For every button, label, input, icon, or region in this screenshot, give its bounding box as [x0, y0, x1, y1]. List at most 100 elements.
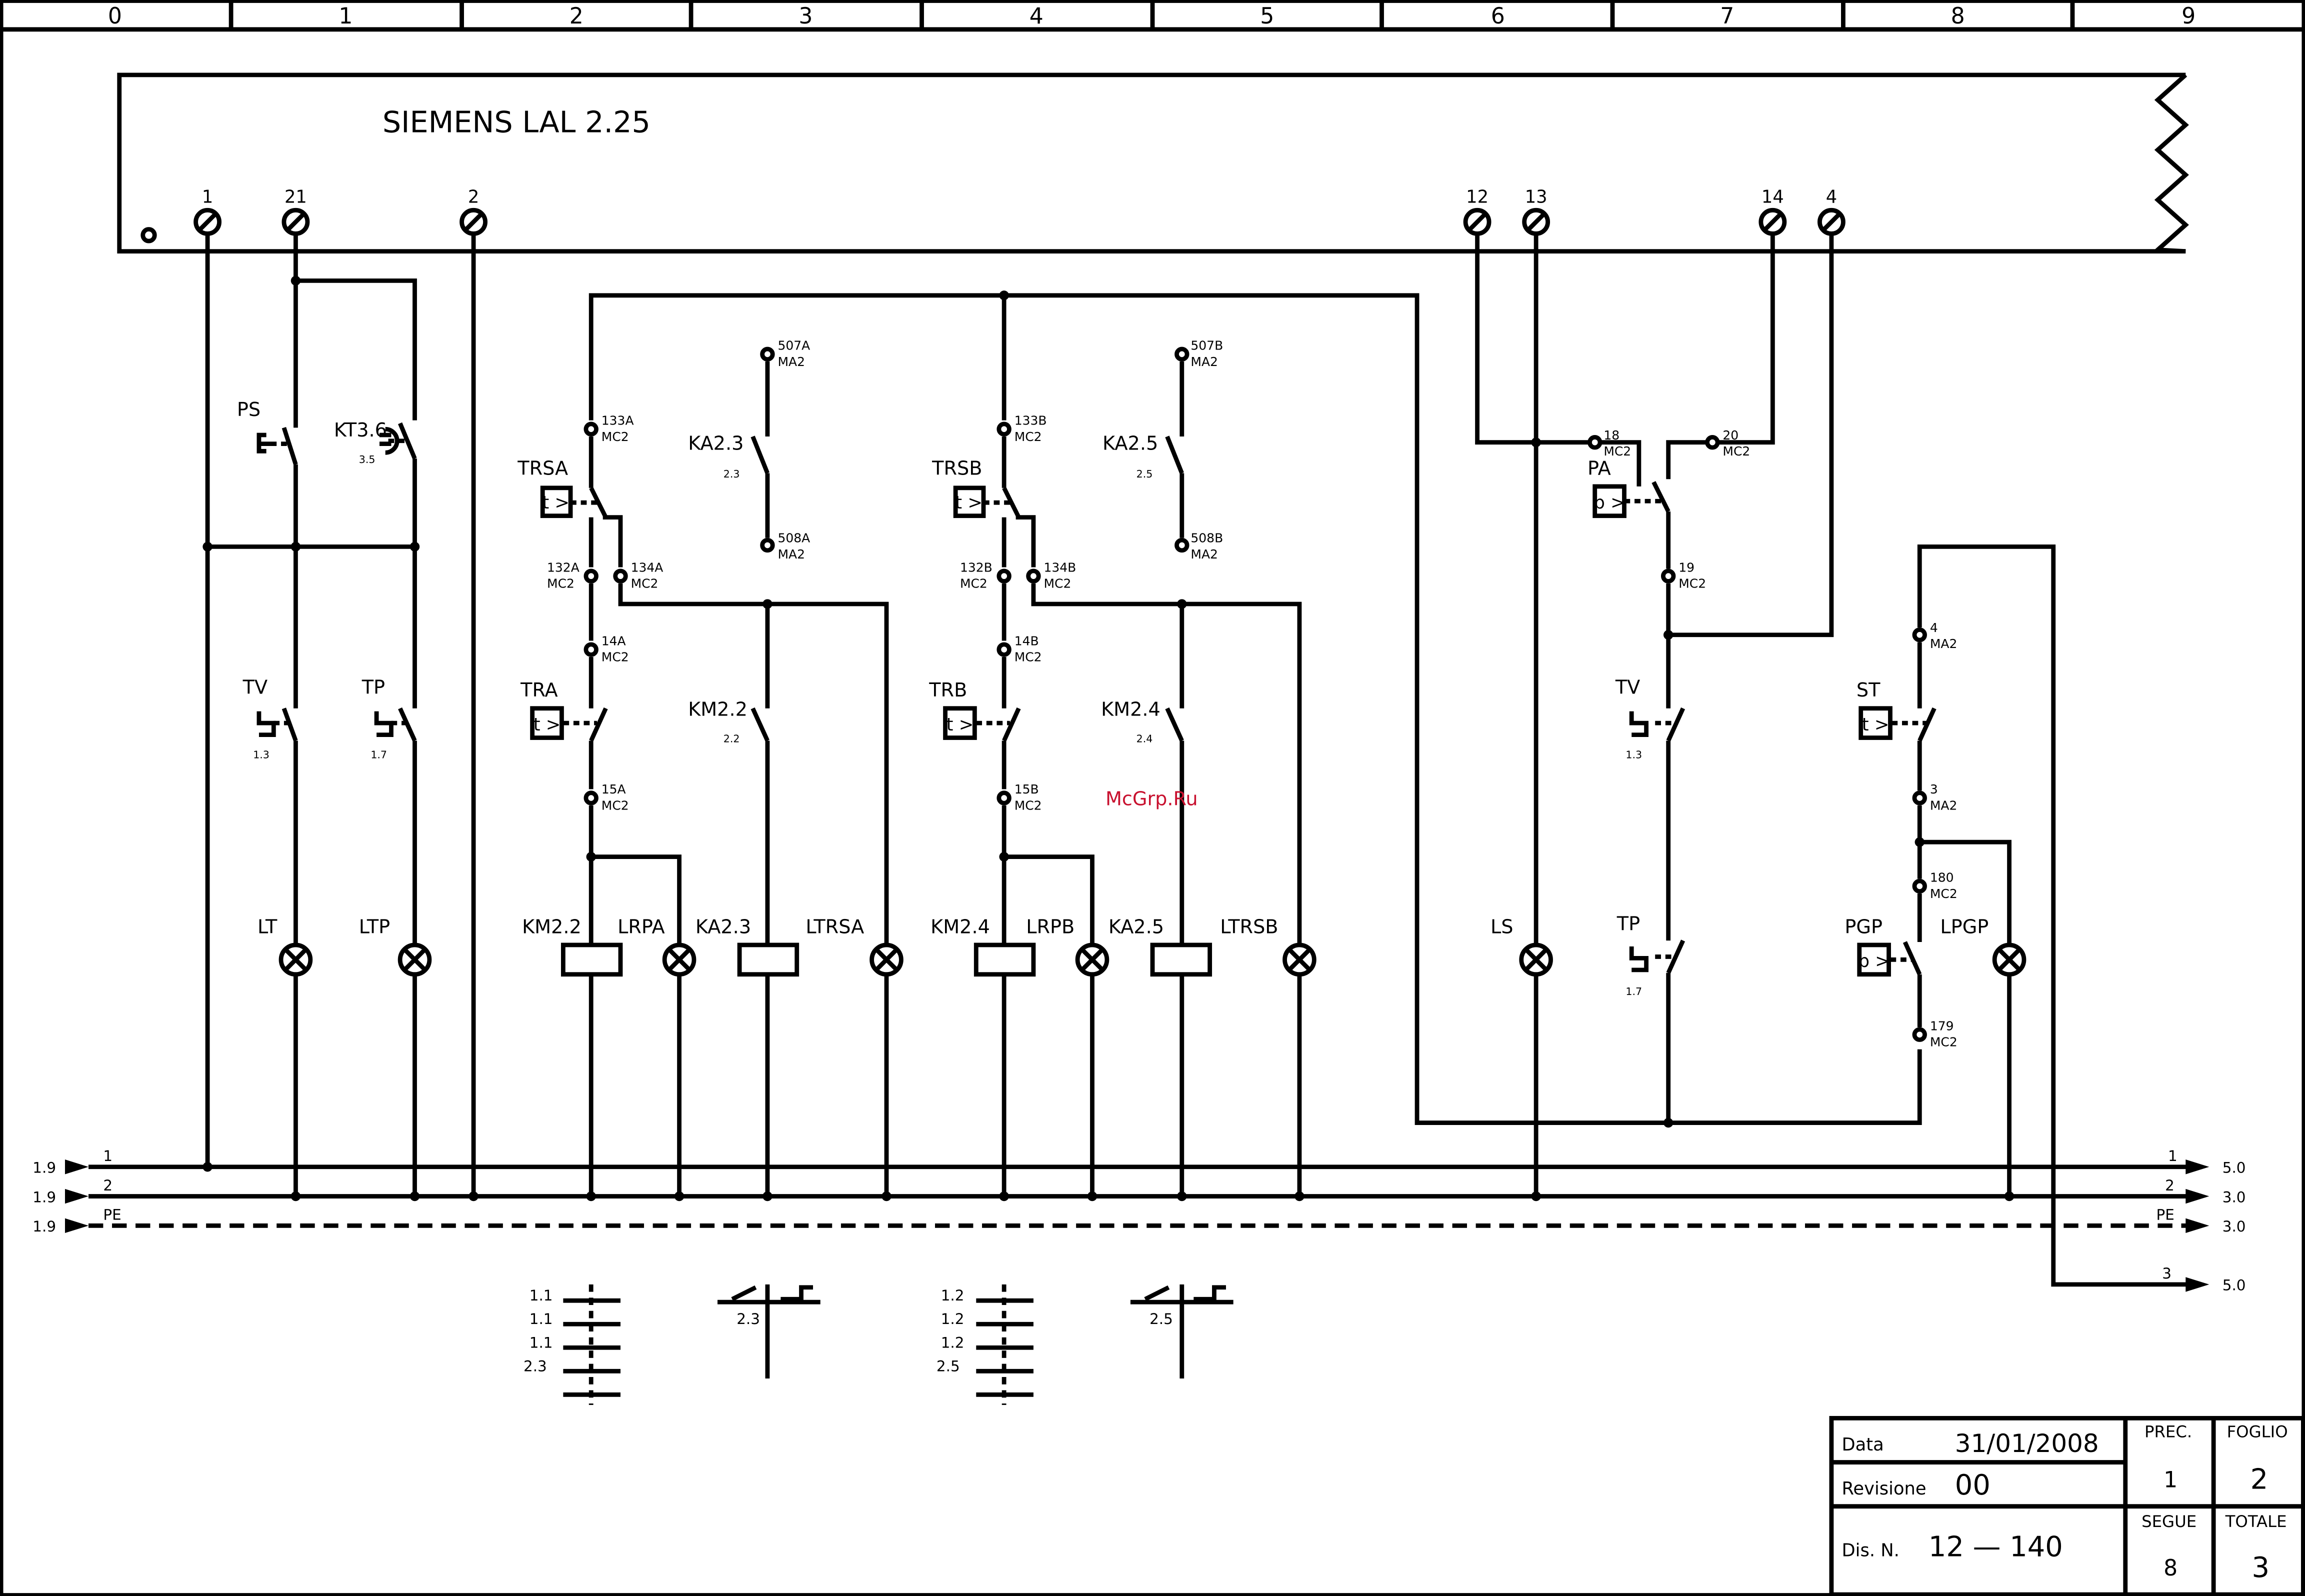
svg-text:15B: 15B	[1014, 782, 1039, 796]
svg-text:3: 3	[2162, 1265, 2172, 1282]
svg-text:12: 12	[1466, 187, 1488, 208]
svg-text:2.2: 2.2	[724, 732, 740, 744]
svg-text:1.1: 1.1	[530, 1334, 553, 1351]
svg-text:MC2: MC2	[1678, 576, 1706, 591]
svg-text:p >: p >	[1594, 492, 1626, 513]
device-title: SIEMENS LAL 2.25	[382, 105, 650, 140]
svg-text:4: 4	[1826, 187, 1837, 208]
svg-text:MC2: MC2	[1044, 576, 1071, 591]
svg-text:507B: 507B	[1190, 338, 1223, 353]
svg-text:1: 1	[2168, 1148, 2178, 1164]
svg-text:2.3: 2.3	[724, 468, 740, 480]
svg-text:134B: 134B	[1044, 560, 1076, 574]
column-label: 1	[338, 4, 352, 29]
device-terminal-numbers: 1 21 2 12 13 14 4	[202, 187, 1837, 208]
label-km24: KM2.4	[930, 916, 990, 938]
label-ltrsa: LTRSA	[806, 916, 864, 938]
column-label: 2	[570, 4, 584, 29]
svg-text:MA2: MA2	[778, 354, 805, 369]
svg-text:MC2: MC2	[1014, 650, 1042, 664]
label-tv: TV	[242, 676, 268, 698]
svg-text:133A: 133A	[602, 413, 634, 428]
label-km22-contact: KM2.2	[688, 698, 748, 720]
svg-text:1.2: 1.2	[941, 1310, 964, 1328]
svg-text:MC2: MC2	[602, 650, 629, 664]
svg-text:t >: t >	[534, 714, 561, 735]
svg-text:00: 00	[1955, 1469, 1990, 1502]
lamp-lrpa	[664, 945, 694, 974]
label-ka25-coil: KA2.5	[1108, 916, 1164, 938]
svg-text:PE: PE	[103, 1206, 121, 1224]
svg-text:179: 179	[1930, 1018, 1954, 1033]
svg-text:2.3: 2.3	[736, 1310, 760, 1328]
svg-text:2.4: 2.4	[1136, 732, 1153, 744]
svg-text:t >: t >	[946, 714, 974, 735]
svg-text:132A: 132A	[547, 560, 580, 574]
column-label: 8	[1951, 4, 1965, 29]
svg-text:MA2: MA2	[1930, 636, 1958, 651]
component-labels: PS KT3.6 3.5 TV 1.3 TP 1.7 LT LTP TRSA T…	[237, 399, 1989, 998]
svg-text:3.0: 3.0	[2222, 1218, 2246, 1235]
svg-text:508B: 508B	[1190, 531, 1223, 546]
svg-text:MC2: MC2	[960, 576, 988, 591]
svg-text:2.5: 2.5	[1136, 468, 1153, 480]
column-label: 4	[1030, 4, 1044, 29]
label-trsa: TRSA	[517, 458, 568, 480]
column-label: 0	[108, 4, 122, 29]
svg-text:MC2: MC2	[1014, 798, 1042, 813]
svg-text:t >: t >	[1862, 714, 1890, 735]
svg-text:p >: p >	[1858, 951, 1890, 972]
svg-text:5.0: 5.0	[2222, 1160, 2246, 1176]
svg-text:2: 2	[468, 187, 479, 208]
junction-dots	[202, 276, 2014, 1202]
svg-text:MC2: MC2	[1722, 444, 1750, 458]
label-tp-right: TP	[1616, 914, 1640, 936]
svg-text:1.9: 1.9	[32, 1218, 56, 1235]
svg-text:8: 8	[2164, 1556, 2178, 1581]
label-ls: LS	[1490, 916, 1514, 938]
siemens-device-box: SIEMENS LAL 2.25	[117, 72, 2189, 254]
title-block	[1829, 1416, 2305, 1596]
svg-text:14: 14	[1762, 187, 1784, 208]
column-label: 9	[2182, 4, 2196, 29]
svg-text:15A: 15A	[602, 782, 626, 796]
label-tra: TRA	[520, 680, 558, 702]
svg-text:3: 3	[1930, 782, 1938, 796]
label-tv-right: TV	[1615, 676, 1640, 698]
actuator-symbols: t > t > t > t > p > t > p >	[534, 492, 1890, 972]
svg-text:3: 3	[2252, 1552, 2270, 1584]
svg-text:2.5: 2.5	[1150, 1310, 1173, 1328]
svg-text:MC2: MC2	[631, 576, 658, 591]
label-ps: PS	[237, 399, 260, 421]
svg-text:2.5: 2.5	[936, 1358, 960, 1374]
svg-text:MA2: MA2	[1930, 798, 1958, 813]
watermark: McGrp.Ru	[1106, 788, 1198, 810]
svg-text:Data: Data	[1842, 1434, 1884, 1455]
svg-text:13: 13	[1525, 187, 1548, 208]
column-label: 5	[1260, 4, 1274, 29]
svg-text:1.9: 1.9	[32, 1188, 56, 1206]
label-ltrsb: LTRSB	[1220, 916, 1278, 938]
lamp-ltrsb	[1285, 945, 1314, 974]
svg-text:MA2: MA2	[1190, 547, 1218, 562]
svg-text:12 — 140: 12 — 140	[1928, 1531, 2063, 1564]
svg-text:FOGLIO: FOGLIO	[2227, 1422, 2288, 1442]
svg-text:5.0: 5.0	[2222, 1277, 2246, 1294]
label-ka23: KA2.3	[688, 432, 744, 454]
svg-text:Dis. N.: Dis. N.	[1842, 1540, 1899, 1561]
label-ka25: KA2.5	[1102, 432, 1158, 454]
label-lrpa: LRPA	[618, 916, 665, 938]
svg-text:t >: t >	[542, 492, 570, 513]
column-ruler	[228, 0, 2075, 30]
svg-text:132B: 132B	[960, 560, 992, 574]
svg-text:4: 4	[1930, 620, 1938, 635]
svg-text:2: 2	[2165, 1177, 2174, 1194]
svg-text:3.5: 3.5	[359, 454, 376, 466]
label-km22: KM2.2	[522, 916, 582, 938]
svg-text:3.0: 3.0	[2222, 1188, 2246, 1206]
crossref-contacts	[563, 1284, 1234, 1405]
svg-text:180: 180	[1930, 870, 1954, 885]
label-ka23-coil: KA2.3	[696, 916, 751, 938]
